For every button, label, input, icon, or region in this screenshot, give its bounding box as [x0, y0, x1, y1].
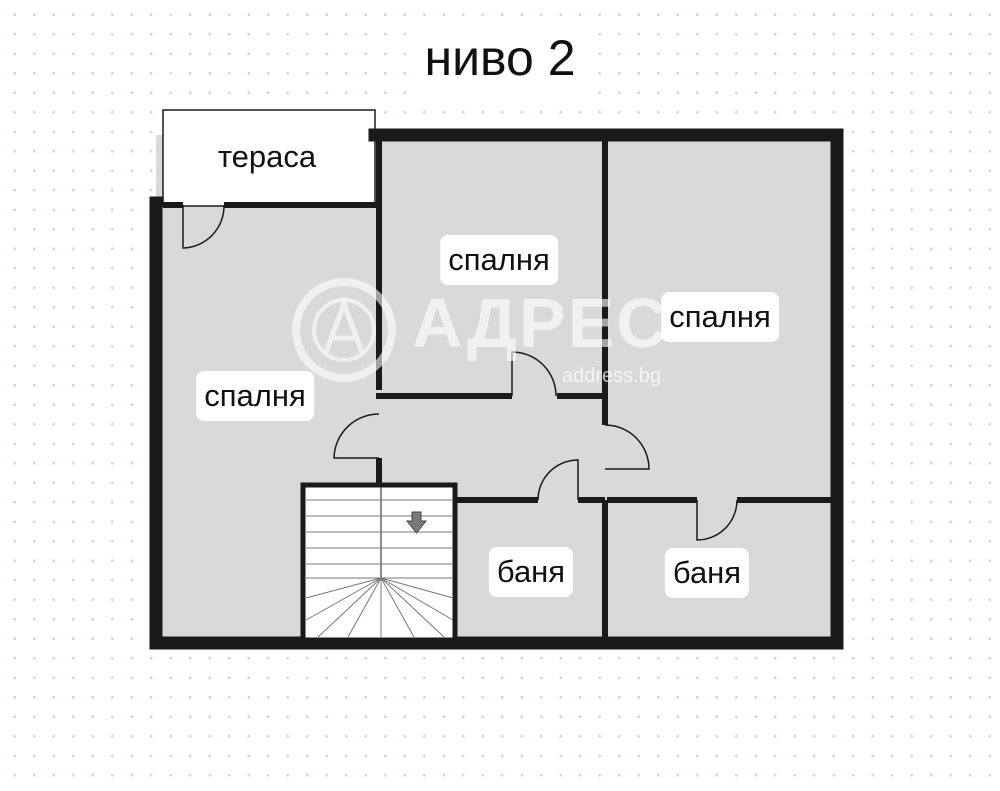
door-bathroom-right	[696, 499, 738, 541]
door-bedroom-top	[511, 351, 557, 397]
watermark-brand: АДРЕС	[412, 284, 669, 362]
interior-walls	[163, 135, 837, 643]
room-label-bathroom-right: баня	[664, 548, 750, 598]
door-bedroom-right	[604, 424, 650, 470]
room-label-bedroom-left: спалня	[196, 371, 314, 421]
room-label-bedroom-top: спалня	[440, 235, 558, 285]
logo-circle-a-icon	[292, 278, 396, 382]
door-terrace	[182, 204, 225, 249]
floor-title: ниво 2	[414, 17, 586, 101]
stair-direction-arrow-icon	[405, 511, 428, 534]
door-swings	[182, 204, 738, 541]
room-label-terrace: тераса	[209, 132, 325, 182]
door-bedroom-left	[333, 413, 380, 459]
watermark-url: address.bg	[562, 365, 661, 387]
staircase	[300, 482, 458, 643]
room-label-bathroom-middle: баня	[488, 547, 574, 597]
door-bathroom-middle	[537, 459, 579, 501]
room-label-bedroom-right: спалня	[661, 292, 779, 342]
